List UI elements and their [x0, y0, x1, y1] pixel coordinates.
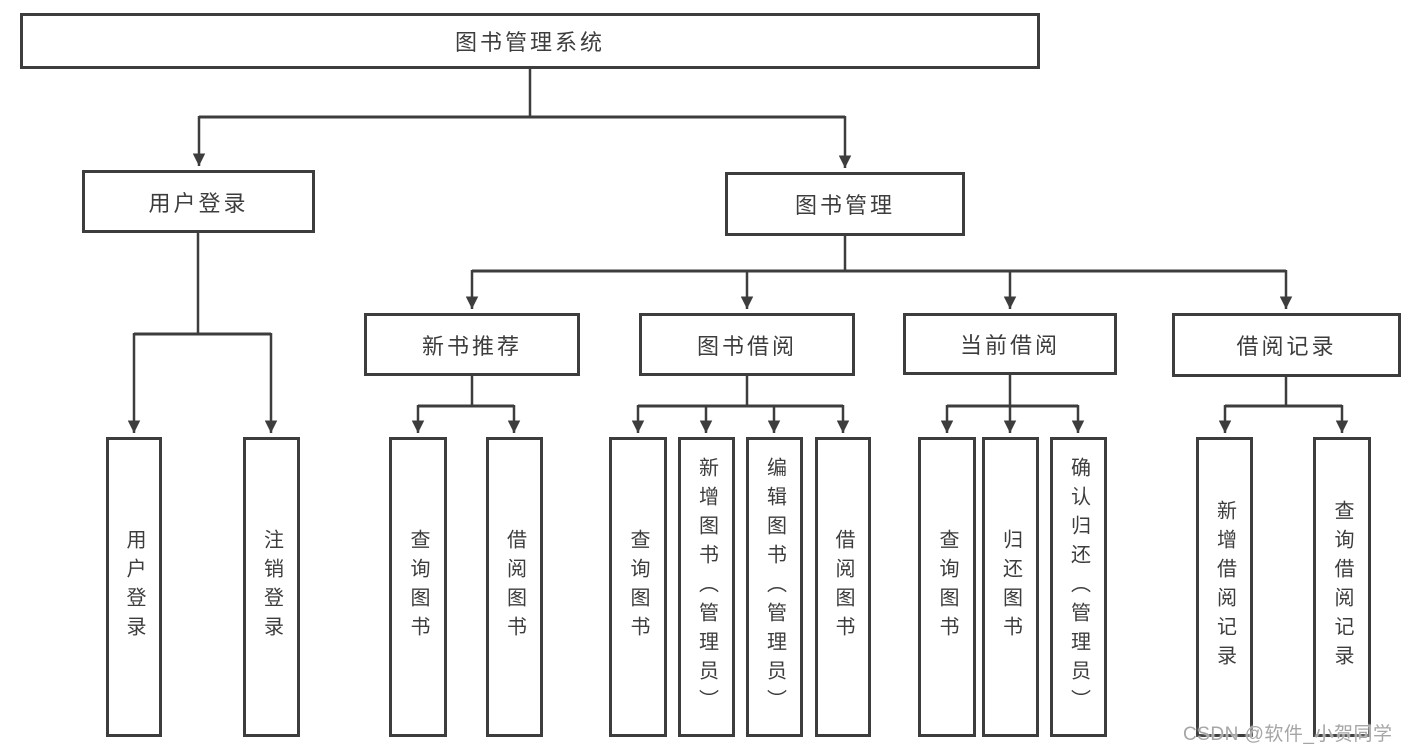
node-label: 新增借阅记录	[1213, 500, 1236, 674]
leaf-query-book-1: 查询图书	[389, 437, 447, 737]
connector-book-management-children	[465, 236, 1293, 309]
node-label: 用户登录	[123, 529, 145, 645]
node-label: 查询借阅记录	[1331, 500, 1353, 674]
node-user-login: 用户登录	[82, 170, 315, 233]
csdn-watermark: CSDN @软件_小贺同学	[1183, 724, 1393, 745]
leaf-query-book-3: 查询图书	[918, 437, 976, 737]
node-label: 新书推荐	[421, 333, 522, 359]
node-borrow-records: 借阅记录	[1172, 313, 1401, 377]
node-label: 借阅图书	[503, 529, 526, 645]
node-root-system: 图书管理系统	[20, 13, 1040, 69]
leaf-user-login: 用户登录	[106, 437, 162, 737]
node-book-borrow: 图书借阅	[639, 313, 855, 376]
node-label: 归还图书	[999, 529, 1022, 645]
node-book-management: 图书管理	[725, 172, 965, 236]
leaf-confirm-return-admin: 确认归还（管理员）	[1050, 437, 1107, 737]
leaf-add-borrow-record: 新增借阅记录	[1196, 437, 1253, 737]
node-label: 新增图书（管理员）	[695, 456, 718, 718]
leaf-borrow-book-2: 借阅图书	[815, 437, 871, 737]
node-label: 查询图书	[407, 529, 429, 645]
node-label: 图书借阅	[696, 333, 797, 359]
connector-borrow-records-children	[1218, 376, 1349, 433]
connector-new-book-children	[411, 376, 521, 433]
leaf-logout: 注销登录	[243, 437, 300, 737]
leaf-add-book-admin: 新增图书（管理员）	[678, 437, 735, 737]
node-current-borrow: 当前借阅	[903, 313, 1117, 375]
node-label: 注销登录	[260, 529, 283, 645]
node-label: 图书管理	[794, 193, 895, 218]
node-label: 借阅记录	[1236, 334, 1337, 359]
connector-current-borrow-children	[940, 375, 1085, 433]
leaf-borrow-book-1: 借阅图书	[486, 437, 543, 737]
leaf-query-book-2: 查询图书	[609, 437, 667, 737]
node-label: 确认归还（管理员）	[1067, 456, 1090, 718]
leaf-query-borrow-record: 查询借阅记录	[1313, 437, 1371, 737]
node-label: 编辑图书（管理员）	[763, 456, 786, 718]
node-label: 用户登录	[148, 190, 249, 216]
connector-book-borrow-children	[631, 376, 850, 433]
connector-user-login-children	[127, 233, 278, 433]
node-new-book-recommend: 新书推荐	[364, 313, 580, 376]
leaf-return-book: 归还图书	[982, 437, 1039, 737]
node-label: 当前借阅	[959, 333, 1060, 358]
node-label: 查询图书	[936, 529, 958, 645]
node-label: 图书管理系统	[454, 30, 605, 55]
leaf-edit-book-admin: 编辑图书（管理员）	[746, 437, 803, 737]
connector-root-to-level2	[192, 68, 852, 168]
node-label: 借阅图书	[832, 529, 854, 645]
node-label: 查询图书	[627, 529, 649, 645]
